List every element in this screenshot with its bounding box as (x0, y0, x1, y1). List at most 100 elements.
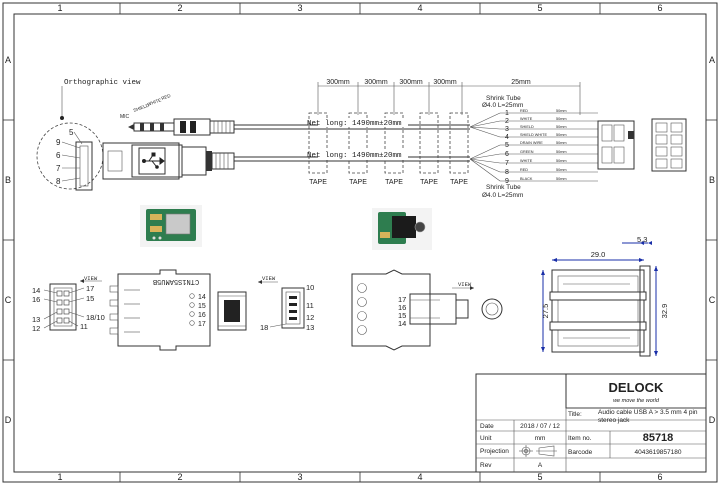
wire-length: 50mm (556, 125, 567, 129)
dim-label: 29.0 (591, 250, 606, 259)
col-label: 5 (537, 3, 542, 13)
pin-label: 18/10 (86, 313, 105, 322)
row-label: B (709, 175, 715, 185)
tape-label: TAPE (450, 179, 468, 186)
frame-ticks (3, 3, 717, 482)
col-label: 6 (657, 472, 662, 482)
jack-label: RED (161, 93, 172, 101)
pin-label: 12 (306, 313, 314, 322)
dim-label: 300mm (433, 79, 457, 86)
pin-label: 17 (398, 295, 406, 304)
row-label: A (709, 55, 715, 65)
col-label: 6 (657, 3, 662, 13)
dim-label: 300mm (399, 79, 423, 86)
wire-num: 7 (505, 160, 509, 167)
wire-fanout-bottom: 5 6 7 8 9 DRAIN WIRE GREEN WHITE RED BLA… (469, 141, 598, 185)
wire-length: 50mm (556, 168, 567, 172)
col-label: 2 (177, 472, 182, 482)
wire-color: WHITE (520, 117, 533, 121)
col-label: 1 (57, 472, 62, 482)
keystone-dimensions: 29.0 5.3 27.5 32.9 (541, 235, 669, 356)
usb-symbol-icon (142, 152, 165, 169)
tape-label: TAPE (349, 179, 367, 186)
pcb-photo-jack (372, 208, 432, 250)
svg-text:Shrink Tube: Shrink Tube (486, 184, 521, 191)
svg-text:Shrink Tube: Shrink Tube (486, 95, 521, 102)
pcb-text: CTN1S5AMU5B (153, 277, 199, 285)
pin-label: 10 (306, 283, 314, 292)
title-label: Title: (568, 411, 582, 418)
keystone-module (549, 265, 651, 357)
usb-face (75, 141, 93, 191)
pin-label: 11 (80, 322, 88, 331)
usb-pin-label: 6 (56, 151, 61, 160)
wire-color: WHITE (520, 159, 533, 163)
pin-label: 16 (32, 295, 40, 304)
wire-num: 2 (505, 118, 509, 125)
svg-text:Ø4.0 L=25mm: Ø4.0 L=25mm (482, 102, 523, 109)
row-label: C (709, 295, 716, 305)
wire-length: 50mm (556, 141, 567, 145)
item-number: 85718 (643, 432, 674, 444)
wire-length: 50mm (556, 133, 567, 137)
usb-receptacle-outline (217, 291, 247, 331)
pin-label: 18 (260, 323, 268, 332)
item-label: Item no. (568, 435, 592, 442)
wire-color: GREEN (520, 150, 534, 154)
dim-label: 300mm (364, 79, 388, 86)
brand-tagline: we move the world (613, 398, 660, 404)
usb-pin-label: 5 (69, 128, 74, 137)
pin-label: 14 (398, 319, 406, 328)
dim-label: 300mm (326, 79, 350, 86)
pin-label: 15 (198, 303, 206, 310)
row-label: B (5, 175, 11, 185)
dim-label: 32.9 (660, 304, 669, 319)
svg-text:Ø4.0 L=25mm: Ø4.0 L=25mm (482, 192, 523, 199)
barcode-value: 4043619857180 (635, 449, 682, 456)
usb-receptacle-side: VIEW 10 11 12 13 18 (258, 275, 314, 332)
column-labels: 1 2 3 4 5 6 1 2 3 4 5 6 (57, 3, 662, 482)
audio-jack-plug: RED WHITE SHIELD MIC (120, 93, 235, 136)
dim-label: 27.5 (541, 304, 550, 319)
col-label: 4 (417, 3, 422, 13)
ortho-label: Orthographic view (64, 79, 141, 87)
pin-label: 14 (32, 286, 40, 295)
col-label: 1 (57, 3, 62, 13)
date-value: 2018 / 07 / 12 (520, 423, 560, 430)
usb-a-plug (102, 142, 235, 180)
pin-label: 12 (32, 324, 40, 333)
wire-length: 50mm (556, 117, 567, 121)
dimension-row: 300mm 300mm 300mm 300mm 25mm (317, 79, 581, 115)
tape-label: TAPE (385, 179, 403, 186)
wire-color: RED (520, 168, 528, 172)
view-label: VIEW (458, 281, 472, 288)
row-label: D (709, 415, 716, 425)
col-label: 3 (297, 472, 302, 482)
wire-length: 50mm (556, 150, 567, 154)
view-label: VIEW (84, 275, 98, 282)
date-label: Date (480, 423, 494, 430)
row-label: A (5, 55, 11, 65)
jack-label: MIC (120, 114, 130, 120)
wire-num: 6 (505, 151, 509, 158)
wire-color: BLACK (520, 177, 533, 181)
pcb-outline-view: CTN1S5AMU5B 14 15 16 17 (109, 269, 247, 351)
wire-color: SHIELD WHITE (520, 133, 547, 137)
projection-symbol-icon (519, 445, 557, 457)
brand-logo: DELOCK (609, 380, 665, 395)
pcb-photo-usb (140, 205, 202, 247)
wire-num: 4 (505, 134, 509, 141)
usb-metal-shell (102, 142, 180, 180)
row-label: D (5, 415, 12, 425)
wire-fanout-top: 1 2 3 4 RED WHITE SHIELD SHIELD WHITE 50… (469, 109, 598, 141)
tape-label: TAPE (309, 179, 327, 186)
pin-label: 15 (398, 311, 406, 320)
title-block: DELOCK we move the world Title: Audio ca… (475, 373, 707, 473)
row-labels: A B C D A B C D (5, 55, 716, 425)
rev-label: Rev (480, 462, 492, 469)
orthographic-view: Orthographic view 5 9 6 7 8 (36, 79, 141, 191)
tapes: TAPE TAPE TAPE TAPE TAPE (308, 112, 469, 186)
col-label: 5 (537, 472, 542, 482)
jack-label: SHIELD (133, 102, 151, 113)
